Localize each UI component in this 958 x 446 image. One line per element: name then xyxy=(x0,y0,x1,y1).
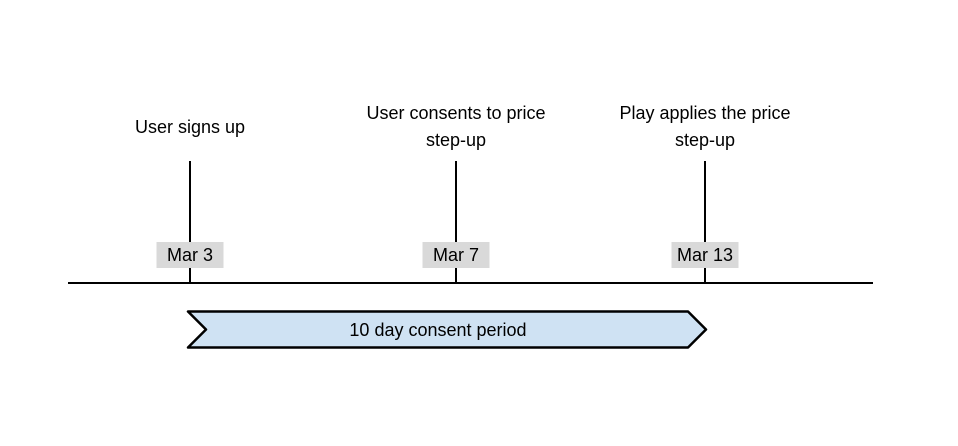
consent-period-banner xyxy=(186,310,708,349)
timeline-event-user-consents: User consents to price step-up Mar 7 xyxy=(346,100,566,284)
event-date-badge: Mar 3 xyxy=(156,242,224,268)
event-label: Play applies the price step-up xyxy=(619,103,791,150)
consent-period-label: 10 day consent period xyxy=(349,320,527,340)
event-date-badge: Mar 7 xyxy=(422,242,490,268)
event-tick xyxy=(704,161,706,284)
timeline-axis xyxy=(68,282,873,284)
event-label: User consents to price step-up xyxy=(366,103,546,150)
event-label: User signs up xyxy=(134,116,246,137)
event-date-badge: Mar 13 xyxy=(671,242,739,268)
consent-period-banner-shape xyxy=(186,310,708,349)
timeline-event-play-applies: Play applies the price step-up Mar 13 xyxy=(595,100,815,284)
timeline-event-user-signs-up: User signs up Mar 3 xyxy=(80,100,300,284)
event-tick xyxy=(455,161,457,284)
event-tick xyxy=(189,161,191,284)
